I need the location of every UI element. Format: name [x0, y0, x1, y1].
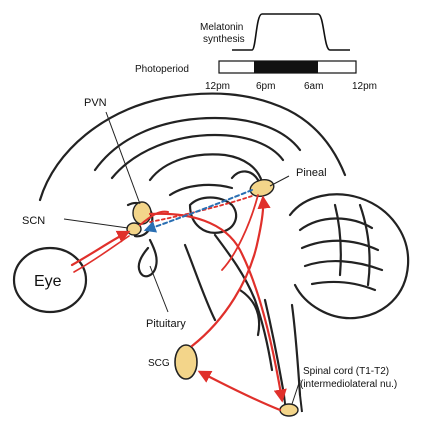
tick-label-6pm: 6pm [256, 81, 275, 92]
retinohypothalamic-tract-2 [74, 236, 129, 272]
eye-label: Eye [34, 273, 62, 290]
melatonin-label-line2: synthesis [203, 34, 245, 45]
scn-nucleus [127, 223, 141, 235]
tick-label-12pm-end: 12pm [352, 81, 377, 92]
tick-label-6am: 6am [304, 81, 323, 92]
scn-label: SCN [22, 215, 45, 227]
eye: Eye [14, 248, 86, 312]
pineal-label: Pineal [296, 167, 327, 179]
iml-nucleus [280, 404, 298, 416]
pituitary-label: Pituitary [146, 318, 186, 330]
melatonin-label-line1: Melatonin [200, 22, 243, 33]
photoperiod-bar: Photoperiod 12pm 6pm 6am 12pm [135, 61, 377, 92]
melatonin-synthesis-curve: Melatonin synthesis [200, 14, 350, 50]
scg-label: SCG [148, 358, 170, 369]
retinohypothalamic-tract [72, 232, 128, 265]
tick-label-12pm-start: 12pm [205, 81, 230, 92]
scg-ganglion [175, 345, 197, 379]
photoperiod-label: Photoperiod [135, 64, 189, 75]
spinal-cord-label-line2: (intermediolateral nu.) [300, 379, 397, 390]
spinal-cord-label-line1: Spinal cord (T1-T2) [303, 366, 389, 377]
brain-outline [40, 94, 408, 395]
photoperiod-dark-phase [254, 61, 318, 73]
pvn-label: PVN [84, 97, 107, 109]
pvn-nucleus [133, 202, 151, 224]
pvn-to-spinal-cord [150, 214, 282, 400]
spinal-to-scg [200, 372, 280, 410]
